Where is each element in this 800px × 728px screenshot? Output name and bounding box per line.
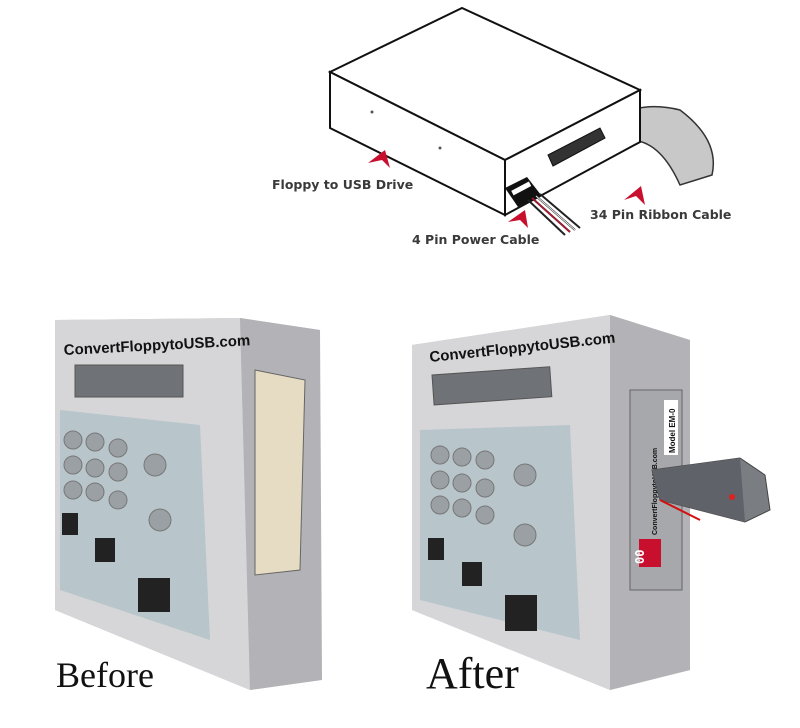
floppy-drive-bay bbox=[254, 369, 306, 576]
usb-flash-drive bbox=[651, 457, 771, 523]
arrow-power-icon bbox=[508, 210, 528, 228]
module-brand-text: ConvertFloppytoUSB.com bbox=[652, 448, 659, 535]
floppy-usb-drive-diagram: Floppy to USB Drive 4 Pin Power Cable 34… bbox=[272, 6, 731, 247]
before-caption: Before bbox=[56, 655, 154, 695]
label-34-pin-ribbon-cable: 34 Pin Ribbon Cable bbox=[590, 207, 731, 222]
top-slot bbox=[74, 364, 184, 398]
ribbon-cable bbox=[558, 105, 715, 186]
after-caption: After bbox=[426, 649, 519, 698]
before-device-photo: ConvertFloppytoUSB.com bbox=[55, 318, 322, 690]
ribbon-connector bbox=[547, 127, 606, 167]
top-slot bbox=[431, 366, 553, 406]
arrow-drive-icon bbox=[368, 150, 390, 168]
label-floppy-to-usb-drive: Floppy to USB Drive bbox=[272, 177, 413, 192]
model-label: Model EM-0 bbox=[668, 408, 677, 453]
label-4-pin-power-cable: 4 Pin Power Cable bbox=[412, 232, 539, 247]
power-wires bbox=[527, 193, 581, 236]
arrow-ribbon-icon bbox=[624, 186, 645, 205]
after-device-photo: ConvertFloppytoUSB.com ConvertFloppytoUS… bbox=[412, 315, 771, 690]
power-connector bbox=[505, 177, 541, 207]
led-display: 00 bbox=[633, 550, 647, 564]
